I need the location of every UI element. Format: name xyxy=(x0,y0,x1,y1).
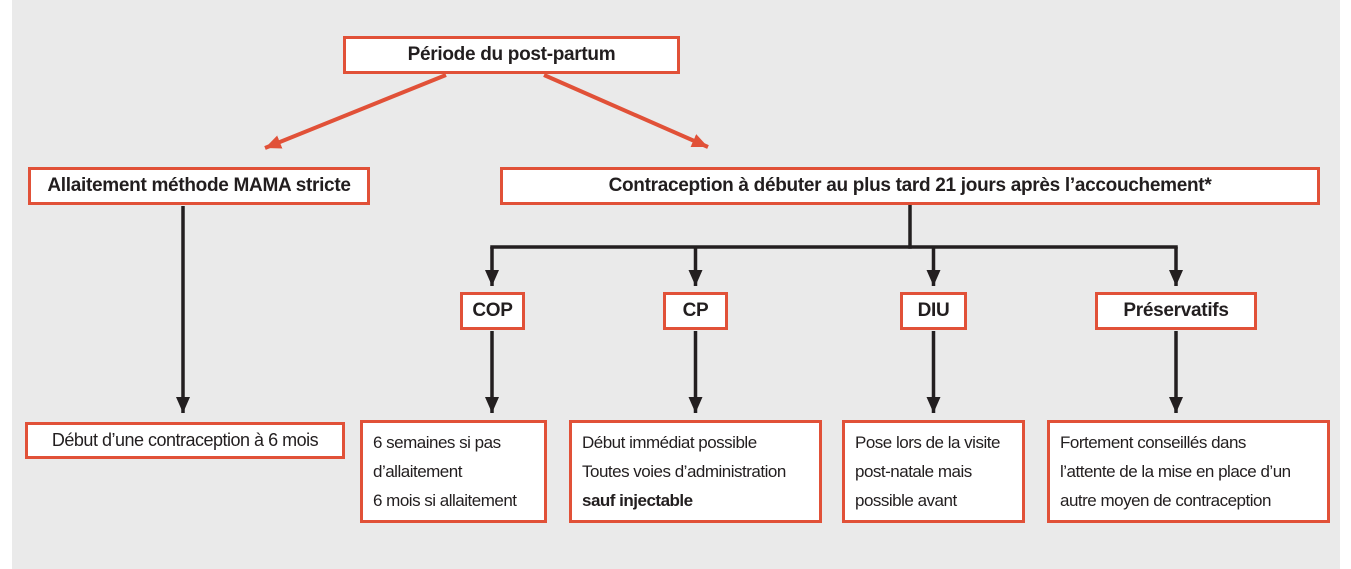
node-preservatifs: Préservatifs xyxy=(1095,292,1257,330)
leaf-cp-detail: Début immédiat possible Toutes voies d’a… xyxy=(569,420,822,523)
leaf-cop-detail: 6 semaines si pas d’allaitement 6 mois s… xyxy=(360,420,547,523)
leaf-mama-detail: Début d’une contraception à 6 mois xyxy=(25,422,345,459)
leaf-text-line: d’allaitement xyxy=(373,462,462,481)
leaf-text-line: Toutes voies d’administration xyxy=(582,462,786,481)
node-contraception-21-jours: Contraception à débuter au plus tard 21 … xyxy=(500,167,1320,205)
leaf-text-line: Début immédiat possible xyxy=(582,433,757,452)
node-diu: DIU xyxy=(900,292,967,330)
leaf-text-line: 6 mois si allaitement xyxy=(373,491,517,510)
leaf-text-line-bold: sauf injectable xyxy=(582,491,693,510)
leaf-preservatifs-detail: Fortement conseillés dans l’attente de l… xyxy=(1047,420,1330,523)
arrow-root-to-mama xyxy=(264,73,447,150)
leaf-diu-detail: Pose lors de la visite post-natale mais … xyxy=(842,420,1025,523)
node-allaitement-mama: Allaitement méthode MAMA stricte xyxy=(28,167,370,205)
leaf-text-line: Fortement conseillés dans xyxy=(1060,433,1246,452)
arrow-root-to-contraception xyxy=(543,73,709,149)
leaf-text-line: autre moyen de contraception xyxy=(1060,491,1271,510)
node-cp: CP xyxy=(663,292,728,330)
leaf-text-line: Pose lors de la visite xyxy=(855,433,1000,452)
leaf-text-line: 6 semaines si pas xyxy=(373,433,501,452)
leaf-text-line: post-natale mais xyxy=(855,462,972,481)
leaf-text-line: Début d’une contraception à 6 mois xyxy=(51,430,319,450)
node-periode-post-partum: Période du post-partum xyxy=(343,36,680,74)
leaf-text-line: l’attente de la mise en place d’un xyxy=(1060,462,1291,481)
node-cop: COP xyxy=(460,292,525,330)
leaf-text-line: possible avant xyxy=(855,491,957,510)
